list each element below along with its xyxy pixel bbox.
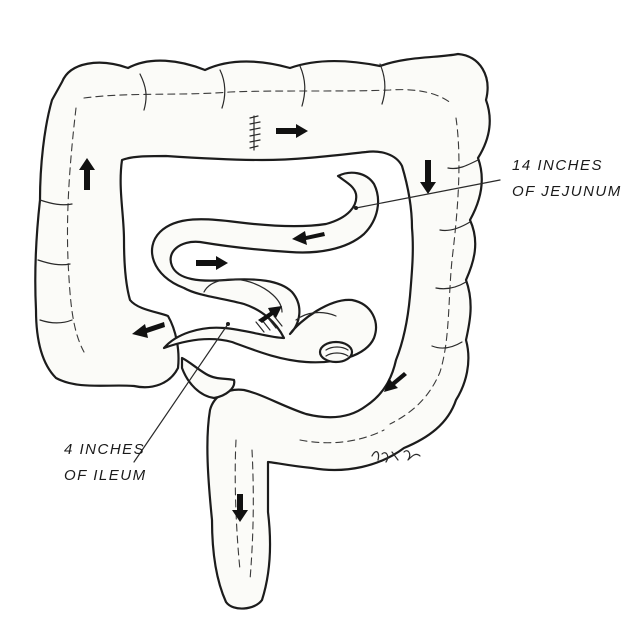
colon-outline bbox=[35, 54, 489, 609]
small-intestine-loop bbox=[152, 173, 378, 363]
jejunum-label-line-2: OF JEJUNUM bbox=[512, 183, 622, 200]
appendix bbox=[182, 358, 234, 398]
ileum-leader-dot bbox=[226, 322, 230, 326]
ileum-label-line-1: 4 INCHES bbox=[64, 441, 145, 458]
ileum-label-line-2: OF ILEUM bbox=[64, 467, 147, 484]
jejunum-label-line-1: 14 INCHES bbox=[512, 157, 603, 174]
mesenteric-node bbox=[320, 342, 352, 362]
arrow-loop bbox=[196, 256, 228, 270]
jejunum-leader-dot bbox=[354, 206, 358, 210]
